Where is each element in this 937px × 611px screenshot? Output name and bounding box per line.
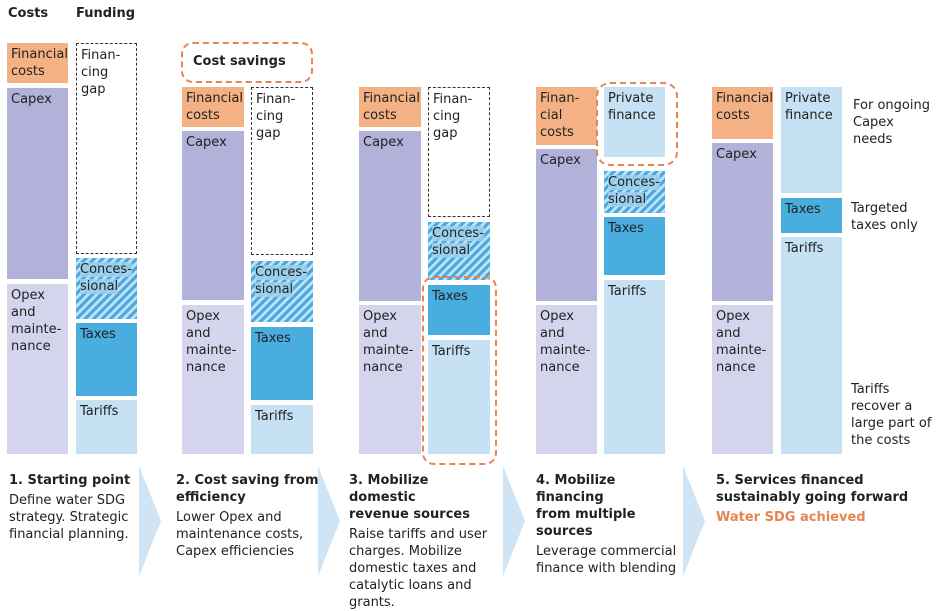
private-finance-highlight: [596, 82, 678, 166]
step-title: 4. Mobilize financing from multiple sour…: [536, 473, 636, 539]
financial-costs-block: Financial costs: [712, 87, 773, 139]
water-sdg-achieved: Water SDG achieved: [716, 510, 866, 525]
costs-header: Costs: [8, 6, 49, 21]
step-description: Raise tariffs and user charges. Mobilize…: [349, 527, 488, 610]
opex-block: Opex and mainte- nance: [182, 305, 244, 454]
taxes-block: Taxes: [781, 198, 842, 233]
step-arrow: [503, 466, 525, 576]
targeted-taxes-note: Targeted taxes only: [851, 201, 918, 233]
step-description: Lower Opex and maintenance costs, Capex …: [176, 510, 304, 559]
domestic-revenue-highlight: [422, 276, 497, 465]
taxes-block: Taxes: [251, 327, 313, 400]
concessional-label: Conces- sional: [80, 262, 132, 294]
opex-block: Opex and mainte- nance: [712, 305, 773, 454]
financial-costs-block: Financial costs: [7, 43, 68, 83]
capex-block: Capex: [7, 88, 68, 279]
step-title: 1. Starting point: [9, 473, 131, 488]
financial-costs-block: Financial costs: [182, 87, 244, 127]
concessional-block: Conces- sional: [428, 222, 490, 280]
private-finance-block: Private finance: [604, 87, 665, 157]
funding-header: Funding: [76, 6, 136, 21]
ongoing-capex-note: For ongoing Capex needs: [853, 98, 930, 147]
financing-gap-block: Finan- cing gap: [428, 87, 490, 217]
tariffs-recover-note: Tariffs recover a large part of the cost…: [851, 382, 932, 448]
financing-gap-block: Finan- cing gap: [251, 87, 313, 255]
step-arrow: [683, 466, 705, 576]
capex-block: Capex: [359, 131, 421, 301]
step-description: Leverage commercial finance with blendin…: [536, 544, 677, 576]
tariffs-block: Tariffs: [604, 280, 665, 454]
concessional-label: Conces- sional: [608, 175, 660, 207]
step-arrow: [139, 466, 161, 576]
tariffs-block: Tariffs: [781, 237, 842, 454]
financing-gap-block: Finan- cing gap: [76, 43, 137, 254]
cost-savings-highlight: [181, 42, 313, 83]
concessional-label: Conces- sional: [255, 265, 307, 297]
cost-savings-label: Cost savings: [193, 54, 286, 69]
taxes-block: Taxes: [428, 285, 490, 335]
concessional-block: Conces- sional: [251, 261, 313, 322]
step-title: 3. Mobilize domestic revenue sources: [349, 473, 470, 522]
step-1-caption: 1. Starting point Define water SDG strat…: [9, 472, 144, 543]
step-title: 2. Cost saving from efficiency: [176, 473, 319, 505]
taxes-block: Taxes: [604, 217, 665, 275]
private-finance-block: Private finance: [781, 87, 842, 193]
capex-block: Capex: [182, 131, 244, 300]
step-2-caption: 2. Cost saving from efficiency Lower Ope…: [176, 472, 321, 560]
concessional-block: Conces- sional: [76, 258, 137, 319]
step-title: 5. Services financed sustainably going f…: [716, 473, 909, 505]
opex-block: Opex and mainte- nance: [359, 305, 421, 454]
concessional-block: Conces- sional: [604, 171, 665, 213]
financial-costs-block: Financial costs: [359, 87, 421, 127]
capex-block: Capex: [536, 149, 597, 301]
taxes-block: Taxes: [76, 323, 137, 396]
step-5-caption: 5. Services financed sustainably going f…: [716, 472, 916, 526]
tariffs-block: Tariffs: [251, 405, 313, 454]
financial-costs-block: Finan- cial costs: [536, 87, 597, 145]
step-description: Define water SDG strategy. Strategic fin…: [9, 493, 129, 542]
step-arrow: [318, 466, 340, 576]
opex-block: Opex and mainte- nance: [536, 305, 597, 454]
step-3-caption: 3. Mobilize domestic revenue sources Rai…: [349, 472, 499, 611]
tariffs-block: Tariffs: [76, 400, 137, 454]
concessional-label: Conces- sional: [432, 226, 484, 258]
opex-block: Opex and mainte- nance: [7, 284, 68, 454]
tariffs-block: Tariffs: [428, 340, 490, 454]
step-4-caption: 4. Mobilize financing from multiple sour…: [536, 472, 681, 577]
capex-block: Capex: [712, 143, 773, 301]
